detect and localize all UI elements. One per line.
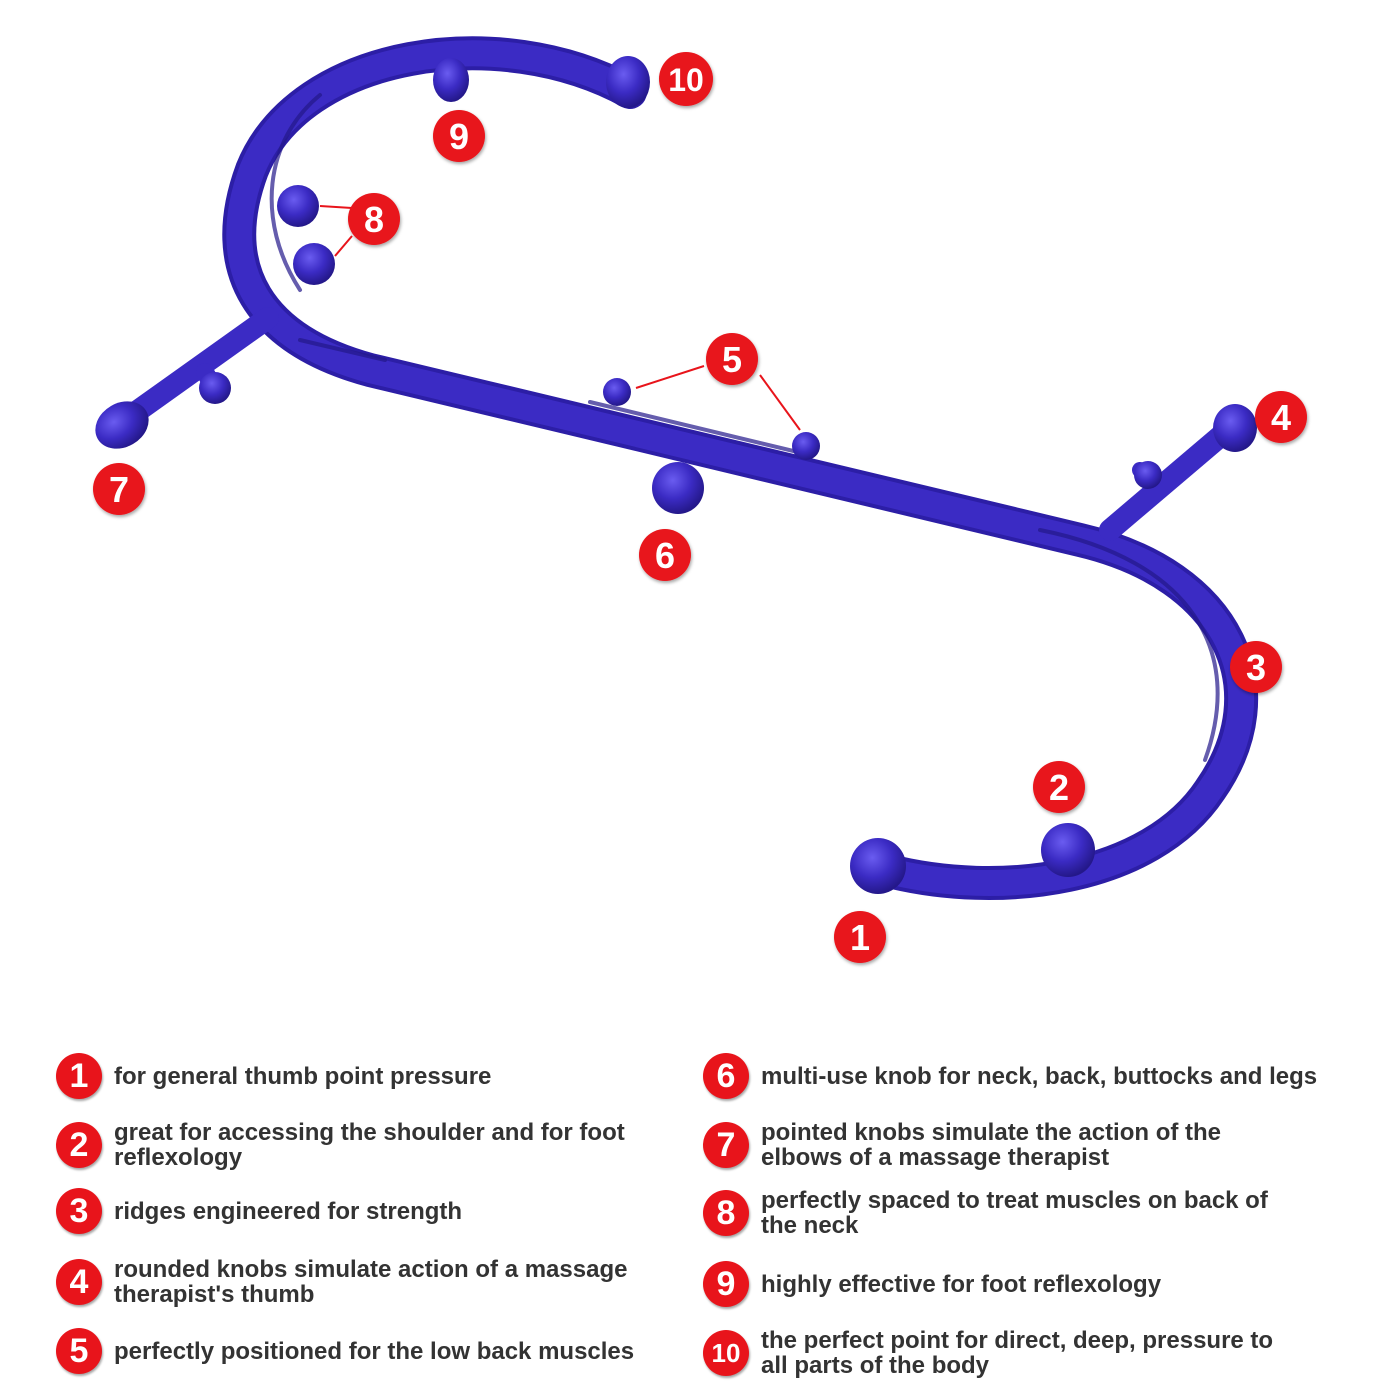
svg-text:6: 6 (655, 535, 675, 576)
callout-3: 3 (1230, 641, 1282, 693)
callout-8: 8 (348, 193, 400, 245)
knob-2 (1041, 823, 1095, 877)
legend-badge: 4 (56, 1259, 102, 1305)
right-arm (1099, 417, 1241, 541)
legend-badge: 8 (703, 1190, 749, 1236)
legend-text: great for accessing the shoulder and for… (114, 1119, 625, 1171)
svg-text:5: 5 (722, 339, 742, 380)
left-arm-small-knob (199, 372, 231, 404)
knob-5-left (603, 378, 631, 406)
svg-text:7: 7 (109, 469, 129, 510)
svg-text:9: 9 (449, 116, 469, 157)
legend-badge: 7 (703, 1122, 749, 1168)
svg-text:4: 4 (1271, 397, 1291, 438)
legend-item-3: 3 ridges engineered for strength (56, 1188, 656, 1234)
legend-badge: 1 (56, 1053, 102, 1099)
callout-7: 7 (93, 463, 145, 515)
rounded-knob-4 (1213, 404, 1257, 452)
legend-item-10: 10 the perfect point for direct, deep, p… (703, 1328, 1323, 1378)
legend-badge: 6 (703, 1053, 749, 1099)
callout-5: 5 (706, 333, 758, 385)
callout-2: 2 (1033, 761, 1085, 813)
legend-text: the perfect point for direct, deep, pres… (761, 1327, 1274, 1379)
pointed-knob-7 (95, 401, 149, 449)
knob-8-lower (293, 243, 335, 285)
ridge-groove (269, 93, 1220, 762)
legend-badge: 3 (56, 1188, 102, 1234)
legend-badge: 10 (703, 1330, 749, 1376)
callout-6: 6 (639, 529, 691, 581)
massager-diagram: 1 2 3 4 5 6 7 8 (93, 36, 1307, 963)
svg-text:2: 2 (1049, 767, 1069, 808)
legend-badge: 5 (56, 1328, 102, 1374)
legend-item-6: 6 multi-use knob for neck, back, buttock… (703, 1053, 1383, 1099)
left-arm (114, 307, 279, 431)
callout-1: 1 (834, 911, 886, 963)
right-arm-small-knob (1134, 461, 1162, 489)
legend-item-2: 2 great for accessing the shoulder and f… (56, 1120, 676, 1170)
knob-6 (652, 462, 704, 514)
legend-text: perfectly spaced to treat muscles on bac… (761, 1187, 1268, 1239)
end-knob-1 (850, 838, 906, 894)
legend-text: for general thumb point pressure (114, 1062, 492, 1090)
legend-item-7: 7 pointed knobs simulate the action of t… (703, 1120, 1323, 1170)
callout-4: 4 (1255, 391, 1307, 443)
legend-text: rounded knobs simulate action of a massa… (114, 1256, 628, 1308)
legend-text: multi-use knob for neck, back, buttocks … (761, 1062, 1318, 1090)
legend-badge: 9 (703, 1261, 749, 1307)
legend-text: highly effective for foot reflexology (761, 1270, 1162, 1298)
svg-text:8: 8 (364, 199, 384, 240)
legend-item-9: 9 highly effective for foot reflexology (703, 1261, 1323, 1307)
legend-item-1: 1 for general thumb point pressure (56, 1053, 656, 1099)
legend-text: pointed knobs simulate the action of the… (761, 1119, 1222, 1171)
legend-text: perfectly positioned for the low back mu… (114, 1337, 635, 1365)
svg-text:10: 10 (668, 62, 704, 98)
svg-text:3: 3 (1246, 647, 1266, 688)
end-knob-10 (606, 56, 650, 108)
knob-9 (433, 58, 469, 102)
legend-item-4: 4 rounded knobs simulate action of a mas… (56, 1257, 676, 1307)
leader-lines (319, 205, 801, 431)
callout-9: 9 (433, 110, 485, 162)
legend-item-8: 8 perfectly spaced to treat muscles on b… (703, 1188, 1323, 1238)
legend-item-5: 5 perfectly positioned for the low back … (56, 1328, 676, 1374)
knob-5-right (792, 432, 820, 460)
callout-10: 10 (659, 52, 713, 106)
legend-badge: 2 (56, 1122, 102, 1168)
legend-text: ridges engineered for strength (114, 1197, 463, 1225)
massager-tool (95, 36, 1259, 900)
svg-text:1: 1 (850, 917, 870, 958)
callout-badges: 1 2 3 4 5 6 7 8 (93, 52, 1307, 963)
knob-8-upper (277, 185, 319, 227)
